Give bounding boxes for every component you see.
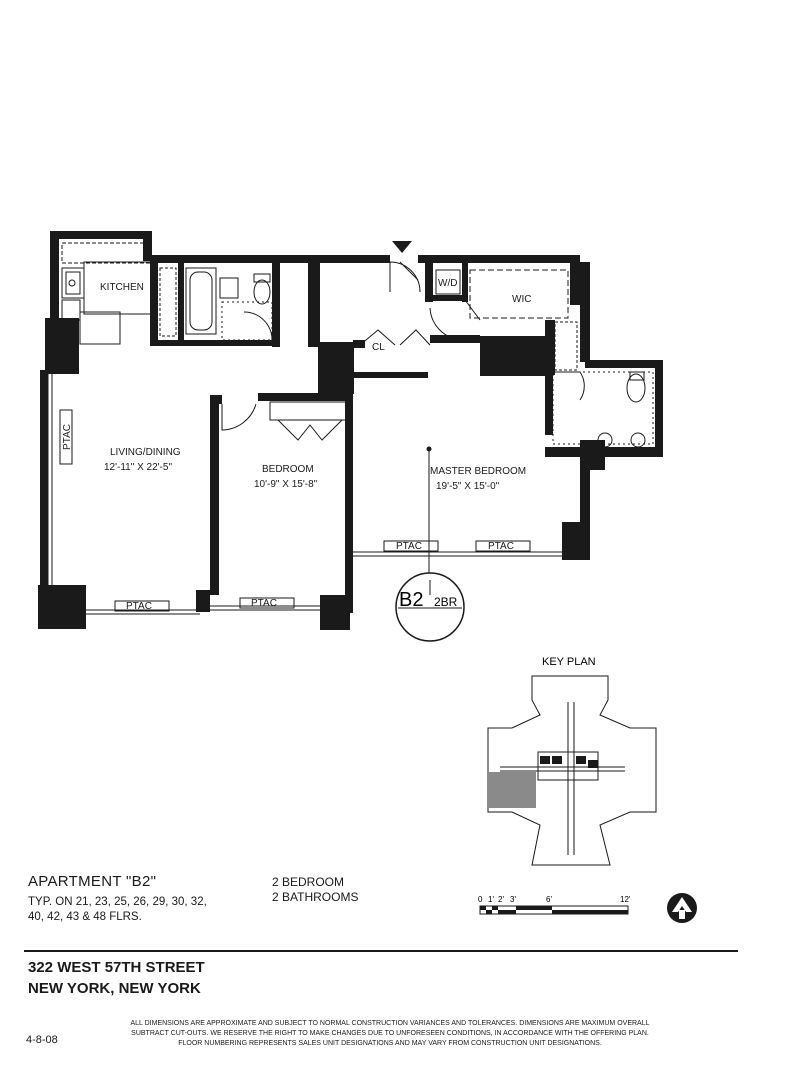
- wall: [345, 535, 353, 605]
- closet-label: CL: [372, 342, 385, 353]
- divider: [24, 950, 738, 952]
- wall: [345, 393, 353, 613]
- column: [38, 585, 86, 629]
- scale-label: 12': [620, 895, 631, 904]
- floors-line: 40, 42, 43 & 48 FLRS.: [28, 911, 142, 923]
- master-bedroom-dimensions: 19'-5" X 15'-0": [436, 481, 500, 492]
- apartment-rooms: 2 BEDROOM 2 BATHROOMS: [272, 875, 358, 905]
- walk-in-closet-label: WIC: [512, 294, 531, 305]
- wall: [353, 372, 428, 378]
- wall: [308, 262, 320, 347]
- wall: [50, 231, 59, 331]
- bathroom-count: 2 BATHROOMS: [272, 890, 359, 904]
- wall: [585, 360, 660, 368]
- ptac-label: PTAC: [488, 541, 514, 552]
- ptac-label: PTAC: [126, 601, 152, 612]
- column: [480, 336, 552, 376]
- kitchen-label: KITCHEN: [100, 282, 144, 293]
- key-plan-title: KEY PLAN: [542, 656, 596, 668]
- scale-label: 3': [510, 895, 516, 904]
- key-plan-outline: [487, 675, 657, 866]
- wall: [196, 590, 210, 612]
- key-plan-unit-highlight: [488, 772, 536, 808]
- wall: [580, 440, 590, 530]
- wall: [50, 231, 152, 239]
- date-stamp: 4-8-08: [26, 1034, 58, 1046]
- wall: [40, 370, 48, 590]
- wall: [425, 295, 465, 301]
- washer-dryer-label: W/D: [438, 278, 457, 289]
- disclaimer-line: subtract cut-outs. We reserve the right …: [131, 1030, 649, 1037]
- unit-badge: B2 2BR: [395, 572, 465, 642]
- disclaimer-line: All dimensions are approximate and subje…: [130, 1020, 650, 1027]
- wall: [570, 255, 580, 305]
- wall: [655, 360, 663, 457]
- apartment-title: APARTMENT "B2": [28, 873, 157, 890]
- wall: [258, 393, 353, 401]
- address-line-2: NEW YORK, NEW YORK: [28, 980, 201, 997]
- wall: [272, 262, 280, 347]
- wall: [353, 340, 365, 348]
- wall: [210, 395, 219, 595]
- wall: [425, 262, 433, 302]
- north-arrow-icon: [667, 893, 697, 923]
- wall: [580, 262, 590, 362]
- disclaimer: All dimensions are approximate and subje…: [120, 1019, 660, 1049]
- floors-line: TYP. ON 21, 23, 25, 26, 29, 30, 32,: [28, 896, 207, 908]
- column: [318, 342, 354, 394]
- living-dimensions: 12'-11" X 22'-5": [104, 462, 172, 473]
- bedroom-count: 2 BEDROOM: [272, 875, 345, 889]
- wall: [178, 262, 184, 342]
- wall: [545, 320, 555, 375]
- scale-label: 0: [478, 895, 483, 904]
- master-bedroom-label: MASTER BEDROOM: [430, 466, 526, 477]
- wall: [545, 370, 553, 435]
- unit-badge-unit: B2: [399, 589, 423, 611]
- bedroom-label: BEDROOM: [262, 464, 314, 475]
- wall: [150, 262, 158, 342]
- scale-label: 2': [498, 895, 504, 904]
- column: [562, 522, 590, 560]
- living-label: LIVING/DINING: [110, 447, 181, 458]
- address-line-1: 322 WEST 57TH STREET: [28, 959, 205, 976]
- wall: [143, 231, 152, 261]
- wall: [150, 255, 390, 263]
- scale-bar-graphic: 0 1' 2' 3' 6' 12': [478, 895, 631, 915]
- entry-arrow-icon: [392, 241, 412, 253]
- disclaimer-line: Floor numbering represents sales unit de…: [178, 1040, 602, 1047]
- wall: [418, 255, 578, 263]
- wall: [210, 395, 222, 404]
- ptac-label: PTAC: [396, 541, 422, 552]
- ptac-label: PTAC: [62, 424, 73, 450]
- floor-plan: KITCHEN LIVING/DINING 12'-11" X 22'-5" B…: [38, 231, 663, 866]
- ptac-label: PTAC: [251, 598, 277, 609]
- apartment-floors: TYP. ON 21, 23, 25, 26, 29, 30, 32, 40, …: [28, 895, 228, 925]
- unit-badge-type: 2BR: [434, 595, 458, 609]
- scale-label: 6': [546, 895, 552, 904]
- key-plan: KEY PLAN: [487, 656, 657, 866]
- scale-label: 1': [488, 895, 494, 904]
- wall: [462, 262, 468, 302]
- wall: [150, 340, 280, 346]
- bedroom-dimensions: 10'-9" X 15'-8": [254, 479, 318, 490]
- column: [45, 318, 79, 374]
